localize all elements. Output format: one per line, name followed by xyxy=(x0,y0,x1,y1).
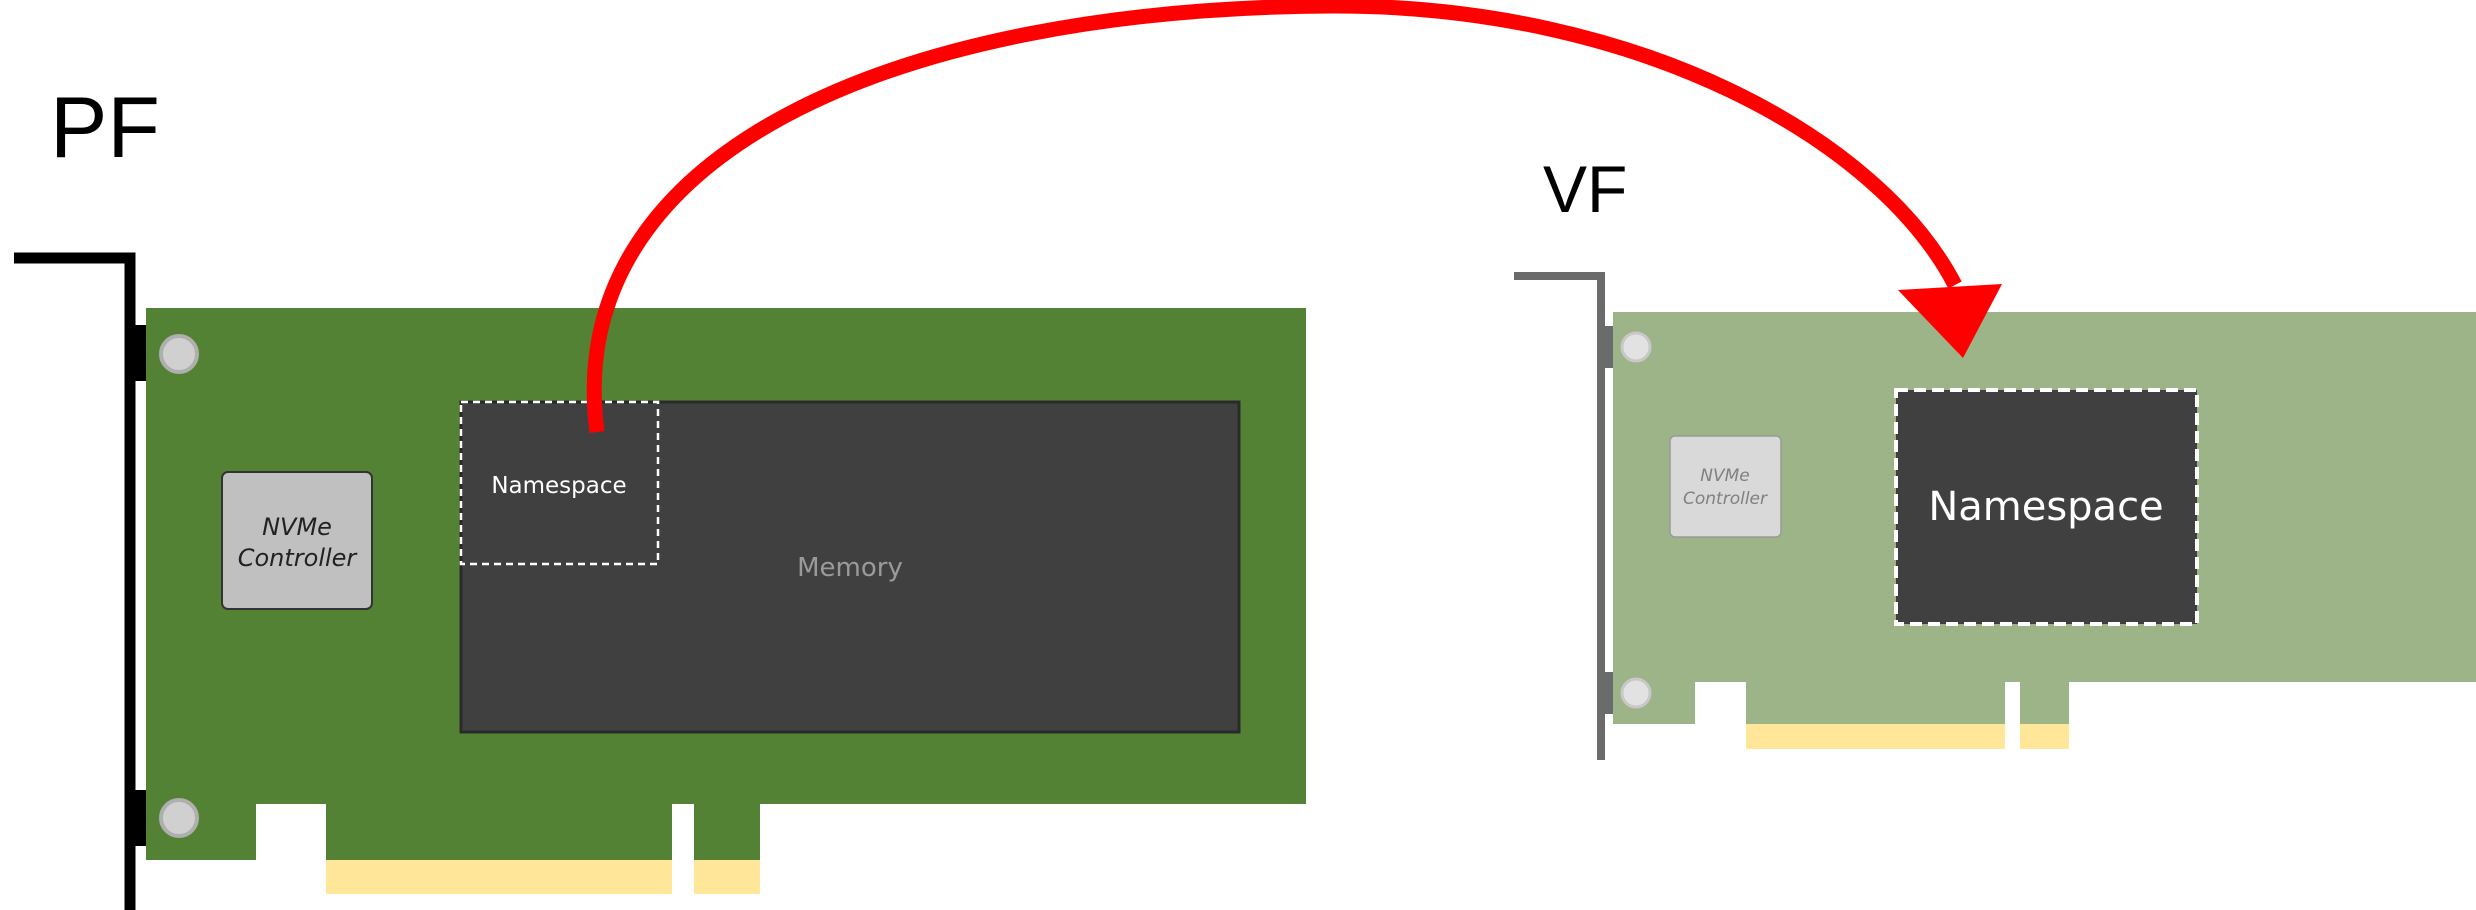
vf-controller-label-line2: Controller xyxy=(1683,489,1768,509)
pf-gold-contacts-key xyxy=(694,860,760,894)
vf-namespace-label: Namespace xyxy=(1928,484,2163,530)
pf-mount-hole-top xyxy=(159,334,199,374)
vf-namespace-border xyxy=(1894,388,2199,626)
vf-bracket-tab-top xyxy=(1601,326,1613,368)
vf-title: VF xyxy=(1543,152,1627,226)
arrow-curve xyxy=(586,0,1962,433)
pf-namespace-label: Namespace xyxy=(491,473,626,499)
vf-nvme-controller-chip xyxy=(1669,435,1782,538)
pf-card: PF NVMe Controller Memory Namespace xyxy=(14,80,1306,910)
pf-title: PF xyxy=(50,80,160,176)
pf-mount-hole-bottom xyxy=(159,798,199,838)
vf-namespace-block xyxy=(1896,390,2197,624)
pf-controller-label-line1: NVMe xyxy=(262,513,332,541)
pf-bracket-tab-bottom xyxy=(130,790,146,846)
vf-controller-label-line1: NVMe xyxy=(1700,466,1749,486)
vf-mount-hole-top xyxy=(1620,331,1652,363)
pf-bracket-tab-top xyxy=(130,325,146,381)
vf-bracket-tab-bottom xyxy=(1601,672,1613,714)
arrow-head xyxy=(1898,284,2002,358)
pf-namespace-region xyxy=(459,400,660,566)
pf-memory-chip xyxy=(459,400,1241,734)
pf-controller-label-line2: Controller xyxy=(238,544,359,572)
vf-mount-hole-bottom xyxy=(1620,677,1652,709)
pf-memory-label: Memory xyxy=(797,553,903,583)
vf-bracket xyxy=(1514,272,1605,760)
pf-bracket xyxy=(14,252,136,910)
pf-gold-contacts-main xyxy=(326,860,672,894)
vf-gold-contacts-key xyxy=(2020,724,2069,749)
pf-nvme-controller-chip xyxy=(221,471,373,610)
vf-gold-contacts-main xyxy=(1746,724,2005,749)
namespace-mapping-arrow xyxy=(586,0,2002,433)
vf-card: VF NVMe Controller Namespace xyxy=(1514,152,2476,760)
